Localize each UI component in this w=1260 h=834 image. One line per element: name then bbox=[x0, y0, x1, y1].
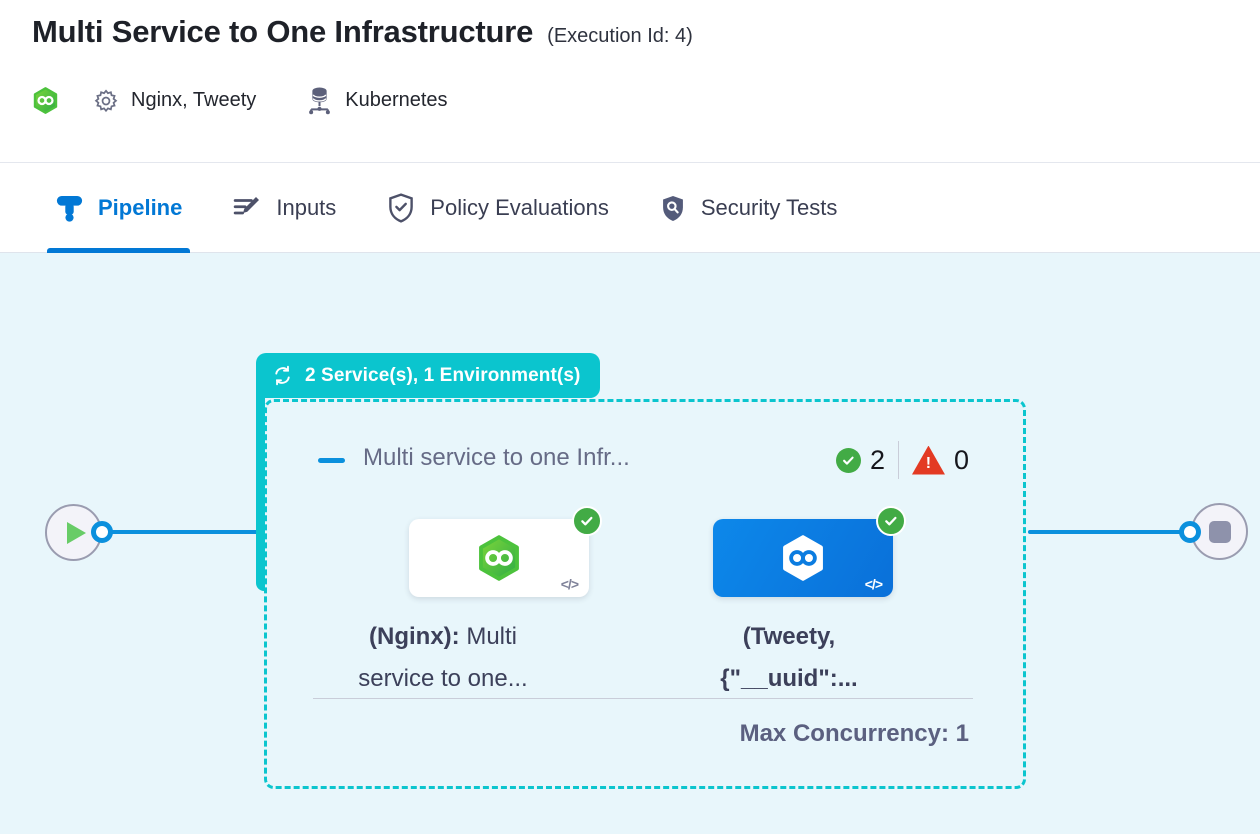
error-count: 0 bbox=[953, 444, 969, 475]
execution-header: Multi Service to One Infrastructure (Exe… bbox=[0, 0, 1260, 163]
stop-icon bbox=[1208, 520, 1231, 543]
tab-policy-evaluations[interactable]: Policy Evaluations bbox=[386, 164, 609, 252]
tab-pipeline[interactable]: Pipeline bbox=[46, 164, 191, 253]
services-label: Nginx, Tweety bbox=[131, 89, 257, 111]
node-success-badge bbox=[876, 506, 906, 536]
harness-logo-icon bbox=[32, 86, 59, 115]
shield-scan-icon bbox=[659, 193, 687, 224]
connector-line-left bbox=[102, 530, 258, 534]
harness-service-icon-green bbox=[476, 534, 522, 582]
tab-policy-evaluations-label: Policy Evaluations bbox=[430, 195, 609, 220]
pipeline-canvas: 2 Service(s), 1 Environment(s) Multi ser… bbox=[0, 253, 1260, 834]
tab-inputs-label: Inputs bbox=[276, 195, 337, 220]
page-title: Multi Service to One Infrastructure bbox=[32, 14, 534, 49]
execution-id-label: (Execution Id: 4) bbox=[547, 25, 693, 47]
tab-inputs[interactable]: Inputs bbox=[232, 164, 336, 252]
collapse-stage-button[interactable] bbox=[318, 458, 345, 463]
stage-status-counts: 2 ! 0 bbox=[835, 440, 969, 480]
stage-group-box[interactable]: Multi service to one Infr... 2 ! 0 </> bbox=[264, 399, 1026, 789]
tab-security-tests-label: Security Tests bbox=[700, 195, 838, 220]
node-success-badge bbox=[572, 506, 602, 536]
stage-title[interactable]: Multi service to one Infr... bbox=[363, 444, 630, 471]
infrastructure-icon bbox=[306, 86, 333, 115]
service-node-nginx[interactable]: </> bbox=[409, 506, 602, 597]
stage-services-badge[interactable]: 2 Service(s), 1 Environment(s) bbox=[256, 353, 601, 398]
code-icon: </> bbox=[864, 576, 883, 592]
execution-tabbar: Pipeline Inputs Policy Evaluations Secur… bbox=[0, 164, 1260, 253]
error-warning-icon: ! bbox=[911, 445, 945, 475]
tab-security-tests[interactable]: Security Tests bbox=[659, 164, 838, 252]
max-concurrency-label: Max Concurrency: 1 bbox=[739, 720, 969, 747]
shield-check-icon bbox=[386, 192, 416, 224]
title-row: Multi Service to One Infrastructure (Exe… bbox=[32, 14, 693, 50]
service-node-label-nginx: (Nginx): Multi service to one... bbox=[358, 623, 528, 692]
connector-line-right bbox=[1028, 530, 1182, 534]
stage-footer-divider bbox=[313, 698, 973, 699]
tab-pipeline-label: Pipeline bbox=[98, 195, 183, 220]
success-check-icon bbox=[835, 447, 861, 473]
pipeline-start-node[interactable] bbox=[45, 504, 102, 561]
stage-selection-strip bbox=[256, 393, 265, 591]
end-node-port bbox=[1179, 521, 1201, 543]
service-node-tweety[interactable]: </> bbox=[713, 506, 906, 597]
service-node-label-tweety: (Tweety, {"__uuid":... bbox=[720, 623, 858, 692]
loop-icon bbox=[271, 364, 294, 387]
gear-icon bbox=[93, 88, 119, 114]
success-count: 2 bbox=[869, 444, 885, 475]
start-node-port bbox=[91, 521, 113, 543]
harness-service-icon-white bbox=[780, 534, 826, 582]
play-icon bbox=[67, 521, 86, 544]
execution-meta-row: Nginx, Tweety Kubernetes bbox=[32, 86, 448, 115]
stage-services-badge-label: 2 Service(s), 1 Environment(s) bbox=[305, 364, 581, 386]
code-icon: </> bbox=[560, 576, 579, 592]
infrastructure-label: Kubernetes bbox=[345, 89, 448, 111]
inputs-icon bbox=[232, 193, 262, 223]
pipeline-icon bbox=[55, 193, 84, 223]
counts-divider bbox=[897, 441, 899, 479]
